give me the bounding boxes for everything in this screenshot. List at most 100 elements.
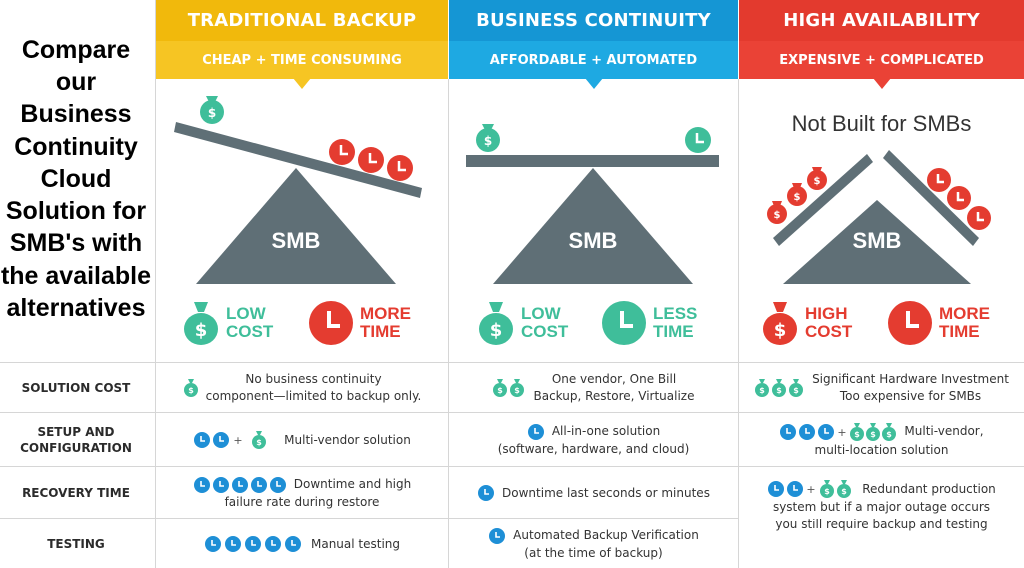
header-notch — [584, 78, 603, 89]
table-cell: + $ $ Redundant production system but if… — [739, 479, 1024, 555]
svg-text:$: $ — [841, 487, 847, 496]
svg-text:$: $ — [484, 134, 492, 148]
cell-line2: multi-location solution — [814, 442, 949, 457]
svg-text:$: $ — [188, 386, 194, 395]
cell-line2: Too expensive for SMBs — [839, 389, 982, 403]
metric-time: LESS TIME — [601, 298, 697, 348]
column-title: TRADITIONAL BACKUP — [156, 0, 448, 41]
money-bag-icon: $ — [200, 96, 224, 124]
svg-text:+: + — [838, 426, 847, 439]
money-bag-icon: $ — [763, 302, 797, 345]
svg-text:$: $ — [887, 430, 893, 439]
column-title: HIGH AVAILABILITY — [739, 0, 1024, 41]
table-cell: Downtime and high failure rate during re… — [156, 467, 448, 519]
metric-cost-line2: COST — [226, 322, 274, 341]
metric-time-line1: MORE — [360, 304, 411, 323]
cell-line3: you still require backup and testing — [775, 517, 988, 531]
row-label: RECOVERY TIME — [22, 486, 130, 500]
svg-text:$: $ — [759, 386, 765, 395]
svg-text:$: $ — [774, 320, 787, 341]
clock-icon — [527, 423, 545, 441]
scale-label: SMB — [568, 228, 618, 253]
clock-icon: + $ $ $ — [779, 422, 897, 442]
cell-line2: system but if a major outage occurs — [772, 500, 991, 514]
column-subtitle: AFFORDABLE + AUTOMATED — [449, 41, 738, 79]
svg-text:$: $ — [855, 430, 861, 439]
svg-text:+: + — [807, 483, 816, 496]
scale-triangle — [493, 168, 693, 284]
cell-line1: Automated Backup Verification — [513, 528, 699, 542]
clock-icon — [602, 301, 646, 345]
svg-text:$: $ — [824, 487, 830, 496]
cell-line1: Downtime and high — [293, 477, 412, 491]
intro-heading: Compare our Business Continuity Cloud So… — [0, 35, 152, 323]
svg-text:$: $ — [793, 386, 799, 395]
metric-cost-line2: COST — [805, 322, 853, 341]
metric-cost-line1: LOW — [521, 304, 561, 323]
cell-line1: All-in-one solution — [551, 424, 661, 438]
metric-time: MORE TIME — [308, 298, 411, 348]
cell-line1: Significant Hardware Investment — [812, 372, 1009, 386]
metric-time-line2: TIME — [653, 322, 694, 341]
svg-text:$: $ — [814, 176, 821, 187]
clock-icon: + $ $ — [767, 479, 855, 499]
clock-icon — [204, 535, 304, 553]
row-label-line2: CONFIGURATION — [20, 441, 132, 455]
table-cell: + $ Multi-vendor solution — [156, 413, 448, 467]
row-label: SOLUTION COST — [21, 381, 131, 395]
money-bag-icon: $ — [476, 124, 500, 152]
scale-illustration: $ — [466, 124, 719, 284]
svg-text:$: $ — [208, 106, 216, 120]
cell-line1: One vendor, One Bill — [551, 372, 677, 386]
svg-text:+: + — [234, 434, 243, 447]
metric-cost: $ HIGH COST — [761, 298, 852, 348]
clock-icon — [685, 127, 711, 153]
cell-line1: Manual testing — [310, 536, 401, 551]
scale-illustration: $ $ $ — [767, 150, 991, 284]
metric-time: MORE TIME — [887, 298, 990, 348]
scale-triangle — [196, 168, 396, 284]
scale-label: SMB — [852, 228, 902, 253]
column-traditional-backup: TRADITIONAL BACKUP CHEAP + TIME CONSUMIN… — [156, 0, 448, 362]
clock-icon — [947, 186, 971, 210]
metric-time-line1: LESS — [653, 304, 698, 323]
clock-icon — [329, 139, 355, 165]
money-bag-icon: $ — [183, 378, 199, 398]
header-notch — [293, 78, 311, 89]
clock-icon — [477, 484, 495, 502]
scale-beam — [466, 155, 719, 167]
table-cell: Manual testing — [156, 519, 448, 568]
cell-line1: Multi-vendor, — [904, 424, 984, 438]
column-title: BUSINESS CONTINUITY — [449, 0, 738, 41]
metric-cost-line1: LOW — [226, 304, 266, 323]
table-row: TESTING Manual testing Automated Backup … — [0, 518, 1024, 568]
money-bag-icon: $$$ — [754, 378, 805, 398]
column-subtitle: EXPENSIVE + COMPLICATED — [739, 41, 1024, 79]
clock-icon: + $ — [193, 430, 277, 450]
scale-beam — [174, 122, 422, 198]
intro-panel: Compare our Business Continuity Cloud So… — [0, 0, 152, 358]
money-bag-icon: $ — [184, 302, 218, 345]
cell-line2: (at the time of backup) — [524, 545, 663, 560]
column-high-availability: HIGH AVAILABILITY EXPENSIVE + COMPLICATE… — [739, 0, 1024, 362]
scale-triangle — [783, 200, 971, 284]
money-bag-icon: $ — [807, 167, 827, 190]
divider — [155, 0, 156, 568]
table-cell: All-in-one solution (software, hardware,… — [449, 413, 738, 467]
cell-line1: Downtime last seconds or minutes — [502, 485, 710, 500]
scale-beam-left — [773, 154, 873, 246]
cell-line2: failure rate during restore — [224, 494, 380, 509]
table-row: RECOVERY TIME Downtime and high failure … — [0, 466, 1024, 531]
metric-time-line1: MORE — [939, 304, 990, 323]
svg-text:$: $ — [871, 430, 877, 439]
svg-text:$: $ — [515, 386, 521, 395]
clock-icon — [888, 301, 932, 345]
svg-text:$: $ — [195, 320, 208, 341]
column-subtitle: CHEAP + TIME CONSUMING — [156, 41, 448, 79]
money-bag-icon: $ — [767, 201, 787, 224]
tagline: Not Built for SMBs — [791, 111, 972, 136]
clock-icon — [488, 527, 506, 545]
